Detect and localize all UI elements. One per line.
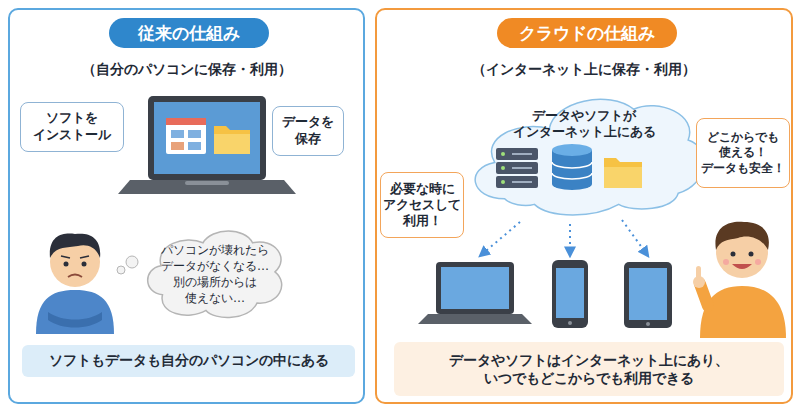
- thought-bubble-text: パソコンが壊れたら データがなくなる… 別の場所からは 使えない…: [153, 242, 277, 307]
- panel: （インターネット上に保存・利用） クラウドの仕組みデータやソフトが インターネット…: [375, 8, 793, 404]
- speech-bubble-text: データを 保存: [275, 114, 341, 148]
- panel-text: （インターネット上に保存・利用）: [377, 60, 791, 78]
- speech-bubble-text: 必要な時に アクセスして 利用！: [382, 181, 462, 230]
- summary-band: データやソフトはインターネット上にあり、 いつでもどこからでも利用できる: [394, 342, 784, 396]
- cloud-shape-outline: [460, 84, 708, 224]
- panel-text: （自分のパソコンに保存・利用）: [10, 60, 363, 78]
- speech-bubble-text: どこからでも 使える！ データも安全！: [698, 130, 788, 177]
- speech-bubble: 必要な時に アクセスして 利用！: [380, 172, 464, 238]
- speech-bubble: どこからでも 使える！ データも安全！: [696, 118, 790, 188]
- title-badge: クラウドの仕組み: [497, 18, 677, 48]
- thought-bubble-outline: [140, 222, 290, 326]
- panel: （自分のパソコンに保存・利用） 従来の仕組みソフトを インストール データを 保存パ…: [8, 8, 365, 404]
- summary-band-text: ソフトもデータも自分のパソコンの中にある: [49, 352, 329, 370]
- title-badge: 従来の仕組み: [109, 18, 269, 48]
- thought-bubble: パソコンが壊れたら データがなくなる… 別の場所からは 使えない…: [140, 222, 290, 326]
- speech-bubble: データを 保存: [272, 106, 344, 156]
- speech-bubble-text: ソフトを インストール: [23, 110, 121, 144]
- thought-bubble-outline: [148, 231, 282, 317]
- cloud-shape-text: データやソフトが インターネット上にある: [509, 108, 659, 141]
- cloud-shape-outline: [475, 99, 704, 215]
- title-badge-text: 従来の仕組み: [138, 22, 240, 44]
- summary-band: ソフトもデータも自分のパソコンの中にある: [22, 345, 355, 377]
- summary-band-text: データやソフトはインターネット上にあり、 いつでもどこからでも利用できる: [404, 351, 774, 387]
- speech-bubble: ソフトを インストール: [20, 102, 124, 152]
- cloud-shape: データやソフトが インターネット上にある: [460, 84, 708, 224]
- title-badge-text: クラウドの仕組み: [519, 22, 655, 44]
